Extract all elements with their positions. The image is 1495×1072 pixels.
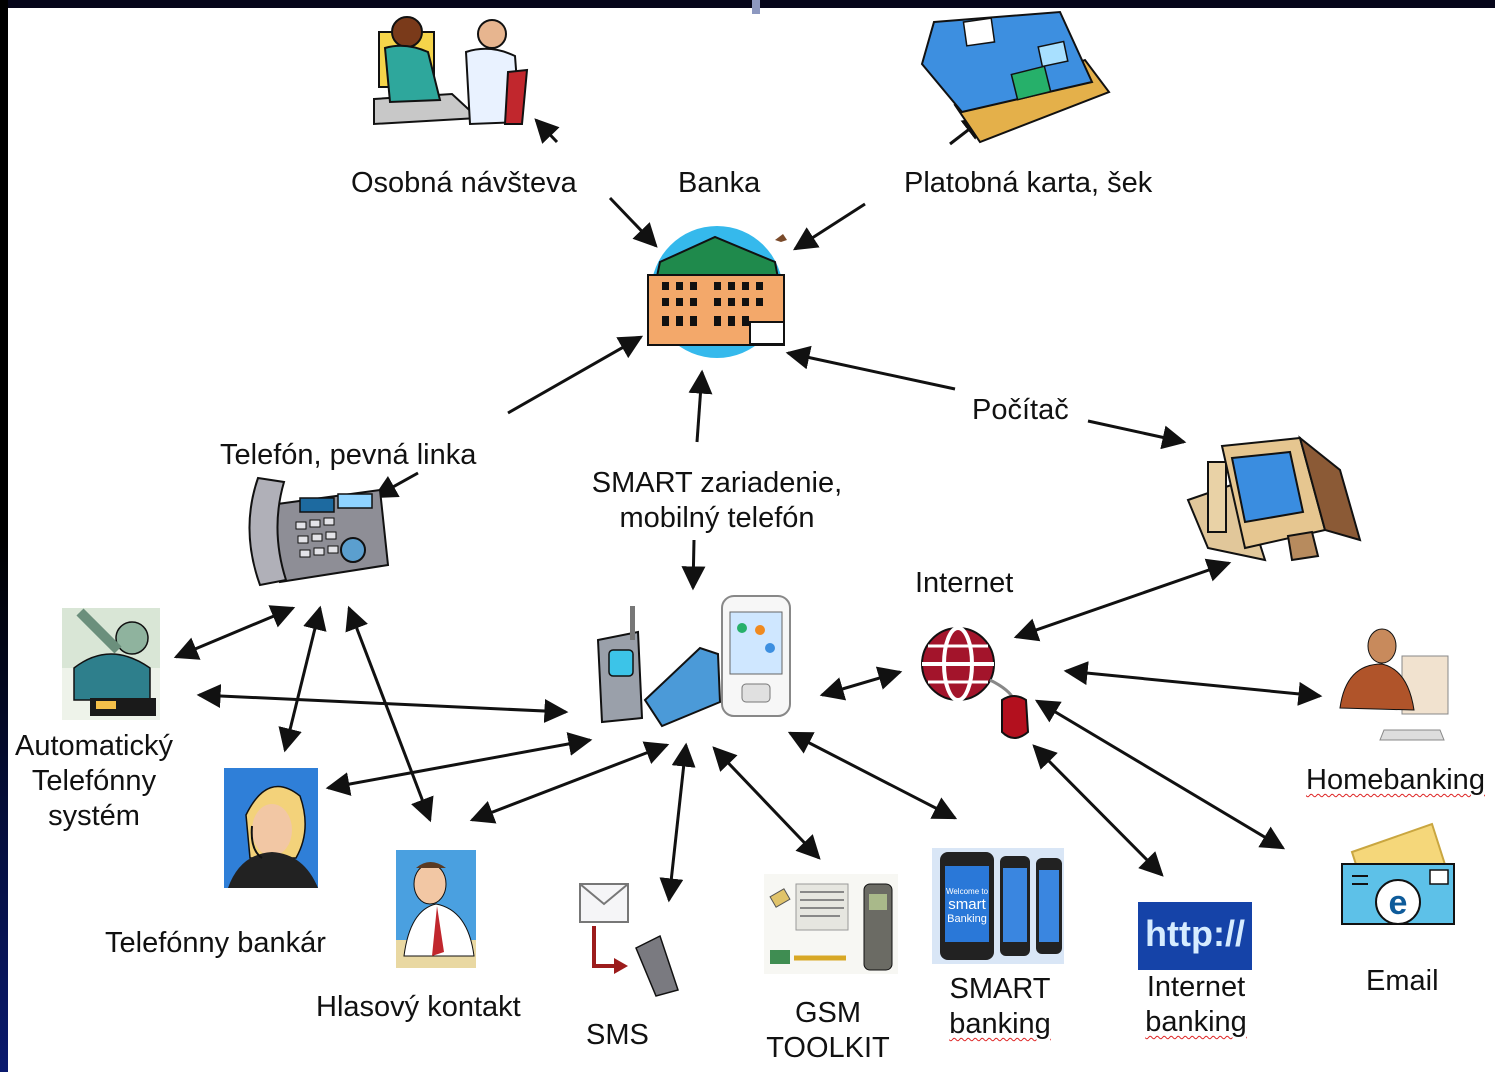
label-hlasovy-kontakt: Hlasový kontakt (316, 991, 521, 1023)
voice-contact-icon (396, 850, 476, 968)
arrow-mobile-hlasovy (469, 741, 670, 824)
sms-icon (579, 883, 679, 997)
label-smart-banking: SMART banking (930, 972, 1070, 1042)
arrow-internet-homebanking (1063, 661, 1323, 706)
mobile-devices-icon (596, 595, 791, 728)
label-internet-banking-line1: Internet (1146, 971, 1246, 1003)
arrow-mobile-smartbanking (787, 731, 958, 820)
label-automaticky-line2: Telefónny (31, 764, 157, 797)
arrow-phone-bankar (278, 605, 327, 753)
arrow-phone-hlasovy (345, 605, 434, 823)
arrow-smart-label-to-mobile (681, 539, 706, 591)
label-telefonny-bankar: Telefónny bankár (105, 927, 326, 959)
arrow-mobile-bankar (325, 732, 593, 796)
label-telefon-pevna: Telefón, pevná linka (220, 439, 477, 471)
label-automaticky-line3: systém (48, 799, 140, 832)
label-osobna-navsteva: Osobná návšteva (351, 167, 577, 199)
smart-app-line1: Welcome to (946, 887, 989, 896)
arrow-mobile-automaticky (196, 684, 569, 723)
http-text: http:// (1145, 913, 1245, 954)
telephone-banker-icon (224, 768, 318, 888)
label-banka: Banka (678, 167, 761, 199)
label-gsm-toolkit: GSM TOOLKIT (756, 996, 900, 1066)
automatic-system-icon (62, 608, 160, 720)
label-email: Email (1366, 965, 1439, 997)
label-automaticky-line1: Automatický (15, 730, 173, 762)
arrow-mobile-gsm (712, 746, 821, 860)
arrow-phone-automaticky (173, 605, 296, 660)
decorative-mark (752, 0, 760, 14)
internet-globe-icon (921, 626, 1030, 739)
smart-banking-icon: Welcome to smart Banking (932, 848, 1064, 964)
email-e-glyph: e (1389, 884, 1408, 922)
label-platobna-karta: Platobná karta, šek (904, 167, 1153, 199)
label-automaticky: Automatický Telefónny systém (8, 729, 180, 833)
label-smart-banking-line1: SMART (949, 973, 1051, 1005)
arrow-mobile-sms (659, 742, 696, 903)
label-smart-zariadenie: SMART zariadenie, mobilný telefón (585, 466, 849, 536)
arrow-internet-computer (1013, 558, 1232, 642)
email-icon: e (1341, 822, 1455, 925)
label-homebanking-text: Homebanking (1306, 764, 1485, 796)
slide-edge (0, 0, 8, 1072)
arrows (173, 115, 1323, 903)
http-icon: http:// (1138, 902, 1252, 970)
bank-building-icon (647, 226, 787, 358)
label-homebanking: Homebanking (1306, 763, 1485, 798)
desk-telephone-icon (248, 476, 390, 587)
homebanking-icon (1339, 628, 1449, 741)
payment-cards-icon (920, 10, 1111, 144)
label-gsm-line1: GSM (794, 997, 862, 1029)
meeting-icon (373, 16, 529, 128)
smart-app-line3: Banking (947, 913, 987, 925)
arrow-mobile-internet (819, 666, 903, 701)
desktop-computer-icon (1186, 435, 1362, 562)
arrow-smart-to-bank (688, 369, 713, 443)
arrow-pocitac-to-bank (785, 345, 956, 391)
arrow-karta-to-bank (792, 202, 866, 251)
label-smart-zariadenie-line2: mobilný telefón (619, 501, 815, 534)
label-internet: Internet (915, 567, 1014, 599)
arrow-internet-email (1034, 699, 1286, 850)
arrow-telefon-to-bank (507, 335, 644, 415)
label-gsm-line2: TOOLKIT (766, 1031, 890, 1064)
gsm-toolkit-icon (764, 874, 898, 974)
arrow-telefon-label-to-phone (372, 471, 419, 499)
label-smart-banking-line2: banking (949, 1007, 1051, 1040)
label-smart-zariadenie-line1: SMART zariadenie, (591, 467, 843, 499)
arrow-osobna-to-bank (608, 196, 658, 248)
label-internet-banking-line2: banking (1145, 1005, 1247, 1038)
label-internet-banking: Internet banking (1126, 970, 1266, 1040)
arrow-internet-internetbanking (1032, 744, 1164, 877)
smart-app-line2: smart (948, 896, 986, 913)
arrow-osobna-to-meeting (534, 118, 560, 144)
label-sms: SMS (586, 1019, 649, 1051)
arrow-pocitac-to-computer (1087, 419, 1187, 450)
label-pocitac: Počítač (972, 394, 1069, 426)
